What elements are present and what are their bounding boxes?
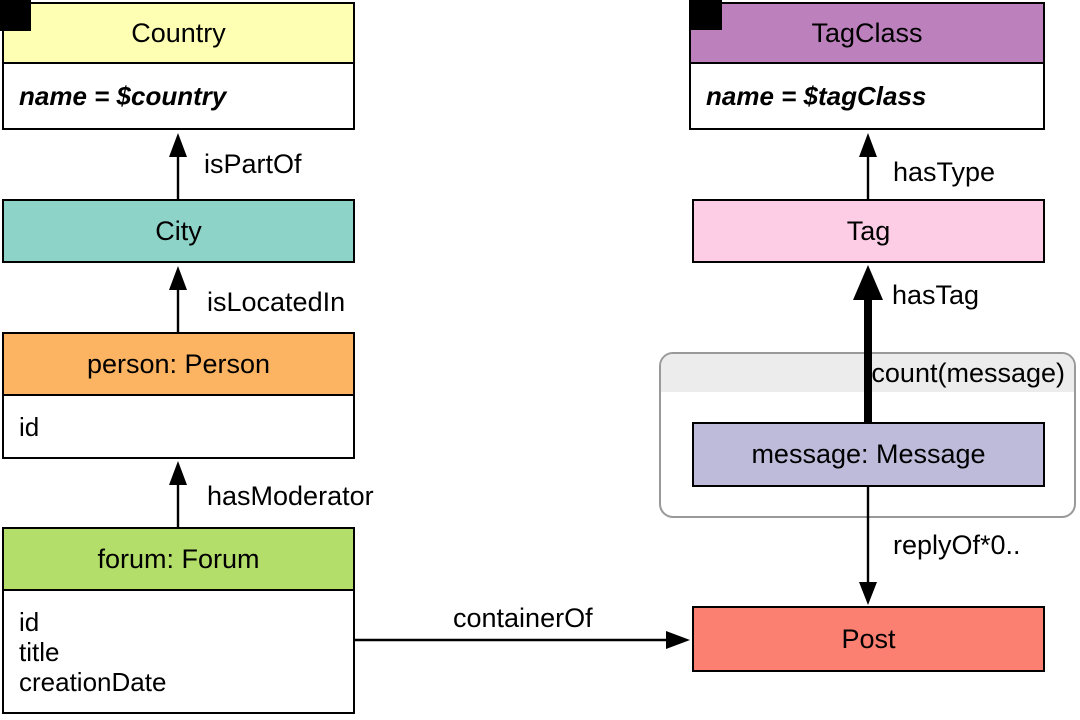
arrow-containerof [355,631,690,649]
aggregate-label: count(message) [871,357,1065,388]
node-tagclass-param: name = $tagClass [706,80,927,111]
edge-label-containerof: containerOf [453,603,593,633]
node-city-title: City [155,215,202,246]
edge-label-hastag: hasTag [892,280,980,310]
arrow-ispartof [169,133,187,199]
node-person: person: Person id [2,332,355,459]
edge-label-ispartof: isPartOf [204,149,302,179]
arrow-hastype [859,133,877,199]
node-tag-title: Tag [846,215,891,246]
node-tag: Tag [692,199,1045,263]
node-person-header: person: Person [4,334,353,396]
node-country-title: Country [131,17,226,48]
aggregate-group-header: count(message) [661,354,1074,392]
node-tagclass-title: TagClass [811,17,923,48]
node-tagclass: TagClass name = $tagClass [689,2,1045,130]
attr-line: id [19,411,40,442]
attr-line: title [19,636,60,667]
node-tagclass-header: TagClass [691,4,1043,64]
node-message-title: message: Message [751,439,986,469]
edge-label-hastype: hasType [893,157,996,187]
node-country-header: Country [4,4,353,64]
node-person-title: person: Person [86,348,271,379]
node-forum: forum: Forum id title creationDate [2,527,355,714]
node-tagclass-attrs: name = $tagClass [691,64,1043,128]
edge-label-hasmoderator: hasModerator [207,481,374,511]
node-country-attrs: name = $country [4,64,353,128]
node-country: Country name = $country [2,2,355,130]
corner-marker-icon [0,0,31,31]
arrow-islocatedin [169,266,187,332]
node-post: Post [692,606,1045,672]
node-person-attrs: id [4,396,353,457]
edge-label-replyof: replyOf*0.. [893,530,1021,560]
node-forum-header: forum: Forum [4,529,353,591]
node-city: City [2,199,355,263]
attr-line: creationDate [19,666,167,697]
attr-line: id [19,606,40,637]
corner-marker-icon [689,0,722,30]
arrow-hasmoderator [169,461,187,527]
node-forum-attrs: id title creationDate [4,591,353,712]
node-post-title: Post [841,623,896,654]
node-forum-title: forum: Forum [97,543,260,574]
edge-label-islocatedin: isLocatedIn [207,287,346,317]
node-message: message: Message [692,422,1045,487]
node-country-param: name = $country [19,80,227,111]
